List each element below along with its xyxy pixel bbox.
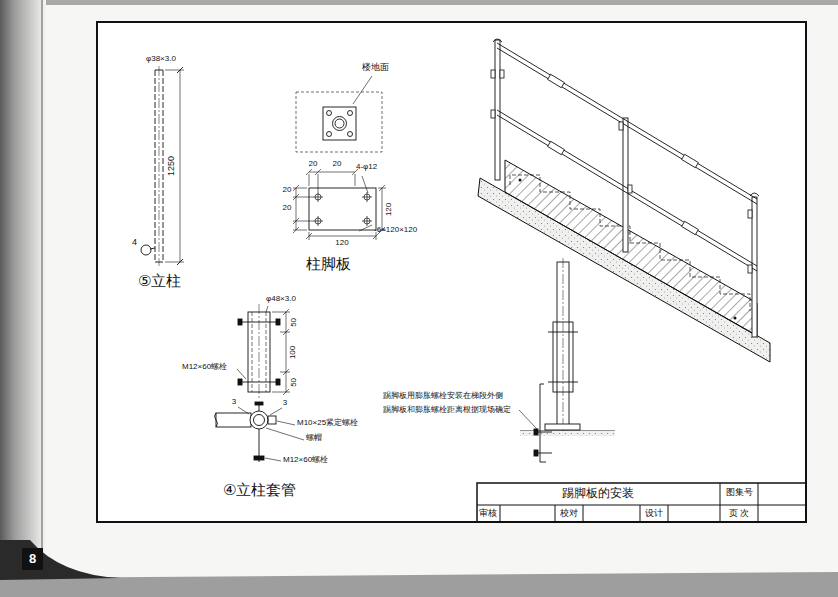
title-block-cell: 设计: [645, 509, 663, 519]
page-number: 8: [29, 552, 36, 566]
binding-strip: [0, 0, 46, 597]
drawing-frame: [97, 22, 806, 522]
stair-elevation: [478, 39, 770, 362]
dimension-label: 20: [309, 160, 318, 169]
dimension-label: 120: [335, 239, 348, 248]
drawing-title: 踢脚板的安装: [562, 487, 634, 500]
note-text: 踢脚板用膨胀螺栓安装在梯段外侧: [383, 392, 503, 401]
page-edge: [0, 572, 838, 597]
title-block: [477, 483, 806, 522]
callout-number: 4: [132, 238, 137, 248]
page-number-box: [22, 548, 43, 570]
figure-title: 柱脚板: [306, 256, 351, 273]
note-text: 踢脚板和膨胀螺栓距离根据现场确定: [383, 406, 511, 415]
dimension-label: 3: [283, 399, 287, 408]
title-block-cell: 页 次: [729, 509, 750, 519]
title-block-cell: 审核: [479, 509, 497, 519]
part-label: M12×60螺栓: [283, 456, 328, 465]
page-tab: [0, 540, 120, 580]
figure-title: ⑤立柱: [138, 273, 181, 290]
part-label: 螺帽: [306, 434, 322, 443]
dimension-label: 50: [290, 378, 299, 387]
part-label: M10×25紧定螺栓: [297, 419, 358, 428]
binding-line: [41, 0, 43, 575]
title-block-cell: 图集号: [726, 488, 753, 498]
page-edge: [0, 0, 838, 5]
dimension-label: φ38×3.0: [146, 55, 176, 64]
figure-title: ④立柱套管: [223, 482, 296, 499]
dimension-label: 20: [333, 160, 342, 169]
part-label: M12×60螺栓: [182, 363, 227, 372]
dimension-label: 120: [386, 202, 395, 215]
part-label: 楼地面: [362, 63, 389, 73]
dimension-label: 1250: [167, 156, 177, 176]
post-base-detail: [519, 258, 615, 462]
sleeve-detail: [215, 304, 305, 462]
post-detail: [141, 66, 184, 266]
dimension-label: 4-φ12: [356, 163, 377, 172]
foot-plate-detail: [293, 76, 386, 240]
title-block-cell: 校对: [560, 509, 578, 519]
dimension-label: φ48×3.0: [266, 295, 296, 304]
dimension-label: -6×120×120: [374, 226, 417, 235]
dimension-label: 20: [283, 186, 292, 195]
dimension-label: 20: [283, 204, 292, 213]
dimension-label: 100: [290, 345, 299, 358]
dimension-label: 3: [232, 398, 236, 407]
dimension-label: 50: [290, 318, 299, 327]
